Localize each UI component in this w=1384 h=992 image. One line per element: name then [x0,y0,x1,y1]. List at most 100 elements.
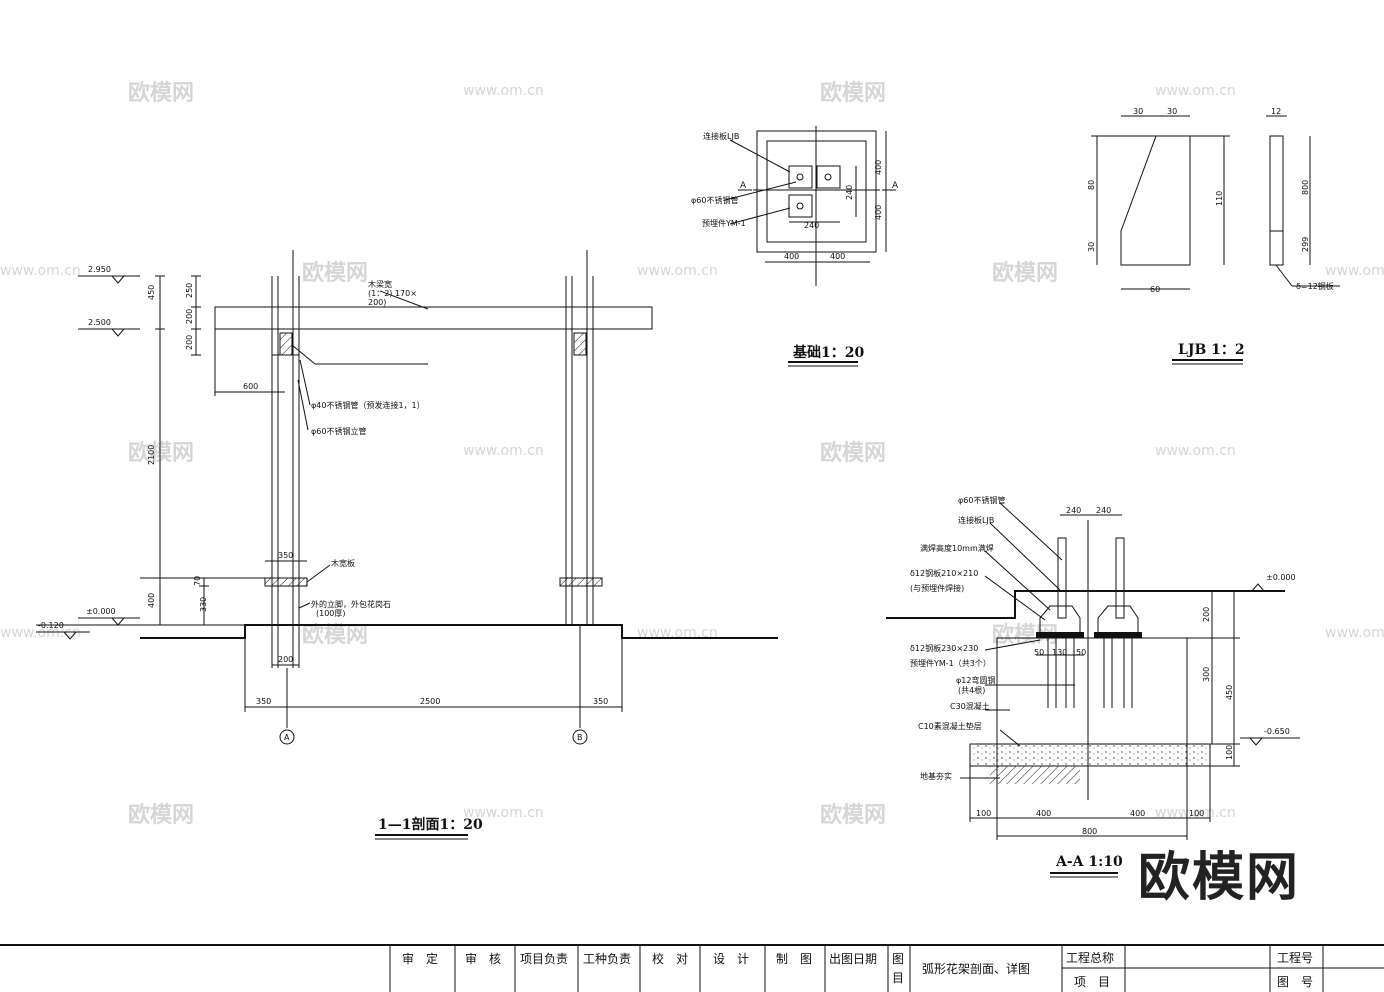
foundation-title: 基础1：20 [793,344,864,361]
section-title: 1—1剖面1：20 [378,816,483,833]
svg-text:250: 250 [185,283,194,298]
svg-text:外的立脚，外包花岗石: 外的立脚，外包花岗石 [311,599,391,609]
svg-text:400: 400 [147,593,156,608]
svg-text:300: 300 [1202,667,1211,682]
watermark-text: 欧模网 [820,440,886,466]
timber-beam [214,306,653,330]
svg-text:400: 400 [784,252,799,261]
watermark-url: www.om.cn [1155,805,1236,821]
svg-text:地基夯实: 地基夯实 [920,771,952,781]
svg-text:连接板LJB: 连接板LJB [703,131,739,141]
svg-text:(100厚): (100厚) [316,609,346,618]
svg-text:出图日期: 出图日期 [829,952,877,966]
svg-text:±0.000: ±0.000 [1266,573,1296,582]
ljb-detail: 30 30 80 30 110 60 12 800 299 δ=12钢板 LJB… [1087,107,1340,365]
svg-text:70: 70 [193,576,202,586]
svg-text:设 计: 设 计 [713,952,749,966]
svg-text:400: 400 [830,252,845,261]
svg-text:330: 330 [199,597,208,612]
svg-text:800: 800 [1301,180,1310,195]
svg-text:80: 80 [1087,180,1096,190]
svg-text:299: 299 [1301,237,1310,252]
foundation-plan: 连接板LJB φ60不锈钢管 预埋件YM-1 A A 400 400 240 2… [691,126,899,367]
svg-text:-0.650: -0.650 [1264,727,1290,736]
svg-text:木宽板: 木宽板 [331,558,355,568]
svg-text:±0.000: ±0.000 [86,607,116,616]
svg-text:满焊高度10mm满焊: 满焊高度10mm满焊 [920,543,994,553]
svg-text:240: 240 [804,221,819,230]
watermark-url: www.om.cn [1155,83,1236,99]
connector-b [573,332,587,356]
watermark-url: www.om.cn [1325,625,1384,641]
svg-text:工程总称: 工程总称 [1066,950,1114,965]
axis-b [572,729,588,745]
svg-text:2.950: 2.950 [88,265,111,274]
left-dimensions: 450 2100 250 200 200 400 70 330 [140,275,265,626]
watermark-url: www.om.cn [1325,263,1384,279]
svg-text:工种负责: 工种负责 [583,952,631,966]
section-1-1: 2.950 2.500 ±0.000 -0.120 450 2100 250 [36,250,778,840]
watermark-url: www.om.cn [463,805,544,821]
svg-text:400: 400 [874,205,883,220]
svg-text:350: 350 [256,697,271,706]
svg-text:审 核: 审 核 [465,951,501,966]
drawing-name: 弧形花架剖面、详图 [922,961,1030,976]
svg-text:图 号: 图 号 [1277,975,1313,989]
svg-text:目: 目 [892,971,904,985]
watermark-url: www.om.cn [1155,443,1236,459]
svg-text:350: 350 [278,551,293,560]
svg-text:450: 450 [1225,685,1234,700]
svg-text:φ60不锈钢管: φ60不锈钢管 [691,195,738,205]
svg-text:图: 图 [892,952,904,966]
svg-text:30: 30 [1133,107,1143,116]
svg-text:A: A [284,733,290,742]
title-block: 审 定 审 核 项目负责 工种负责 校 对 设 计 制 图 出图日期 图 目 弧… [0,944,1384,992]
svg-text:400: 400 [874,160,883,175]
svg-text:2500: 2500 [420,697,440,706]
svg-text:240: 240 [845,185,854,200]
svg-text:C10素混凝土垫层: C10素混凝土垫层 [918,721,982,731]
svg-text:φ12弯圆钢: φ12弯圆钢 [956,675,995,685]
watermark-url: www.om.cn [637,263,718,279]
watermark-text: 欧模网 [128,440,194,466]
svg-text:30: 30 [1167,107,1177,116]
svg-text:12: 12 [1271,107,1281,116]
svg-text:校 对: 校 对 [652,951,688,966]
svg-text:C30混凝土: C30混凝土 [950,701,990,711]
svg-text:450: 450 [147,285,156,300]
svg-text:600: 600 [243,382,258,391]
aa-title: A-A 1:10 [1055,854,1123,870]
svg-text:400: 400 [1036,809,1051,818]
watermark-text: 欧模网 [992,260,1058,286]
svg-text:连接板LJB: 连接板LJB [958,515,994,525]
svg-text:50: 50 [1034,648,1044,657]
level-marks: 2.950 2.500 ±0.000 -0.120 [36,265,140,640]
ljb-title: LJB 1：2 [1178,342,1245,358]
concrete-bedding [969,743,1211,767]
svg-text:项目负责: 项目负责 [520,952,568,966]
connector-a [279,332,293,356]
svg-text:木梁宽: 木梁宽 [368,279,392,289]
watermark-url: www.om.cn [463,443,544,459]
watermark-text: 欧模网 [128,80,194,106]
ground-line [140,624,778,639]
svg-text:δ=12钢板: δ=12钢板 [1296,281,1334,291]
om-logo: 欧模网 [1138,848,1300,908]
svg-text:A: A [740,181,747,191]
svg-text:200): 200) [368,298,386,307]
svg-text:预埋件YM-1（共3个）: 预埋件YM-1（共3个） [910,658,991,668]
svg-text:240: 240 [1066,506,1081,515]
watermark-text: 欧模网 [128,802,194,828]
svg-text:(1：2) 170×: (1：2) 170× [368,289,417,298]
svg-text:审 定: 审 定 [402,951,438,966]
watermarks: 欧模网 www.om.cn 欧模网 www.om.cn www.om.cn 欧模… [0,80,1384,908]
svg-text:200: 200 [1202,607,1211,622]
svg-text:400: 400 [1130,809,1145,818]
svg-text:110: 110 [1215,191,1224,206]
svg-text:240: 240 [1096,506,1111,515]
watermark-text: 欧模网 [302,260,368,286]
watermark-url: www.om.cn [0,263,81,279]
svg-text:50: 50 [1076,648,1086,657]
svg-text:工程号: 工程号 [1277,950,1313,965]
